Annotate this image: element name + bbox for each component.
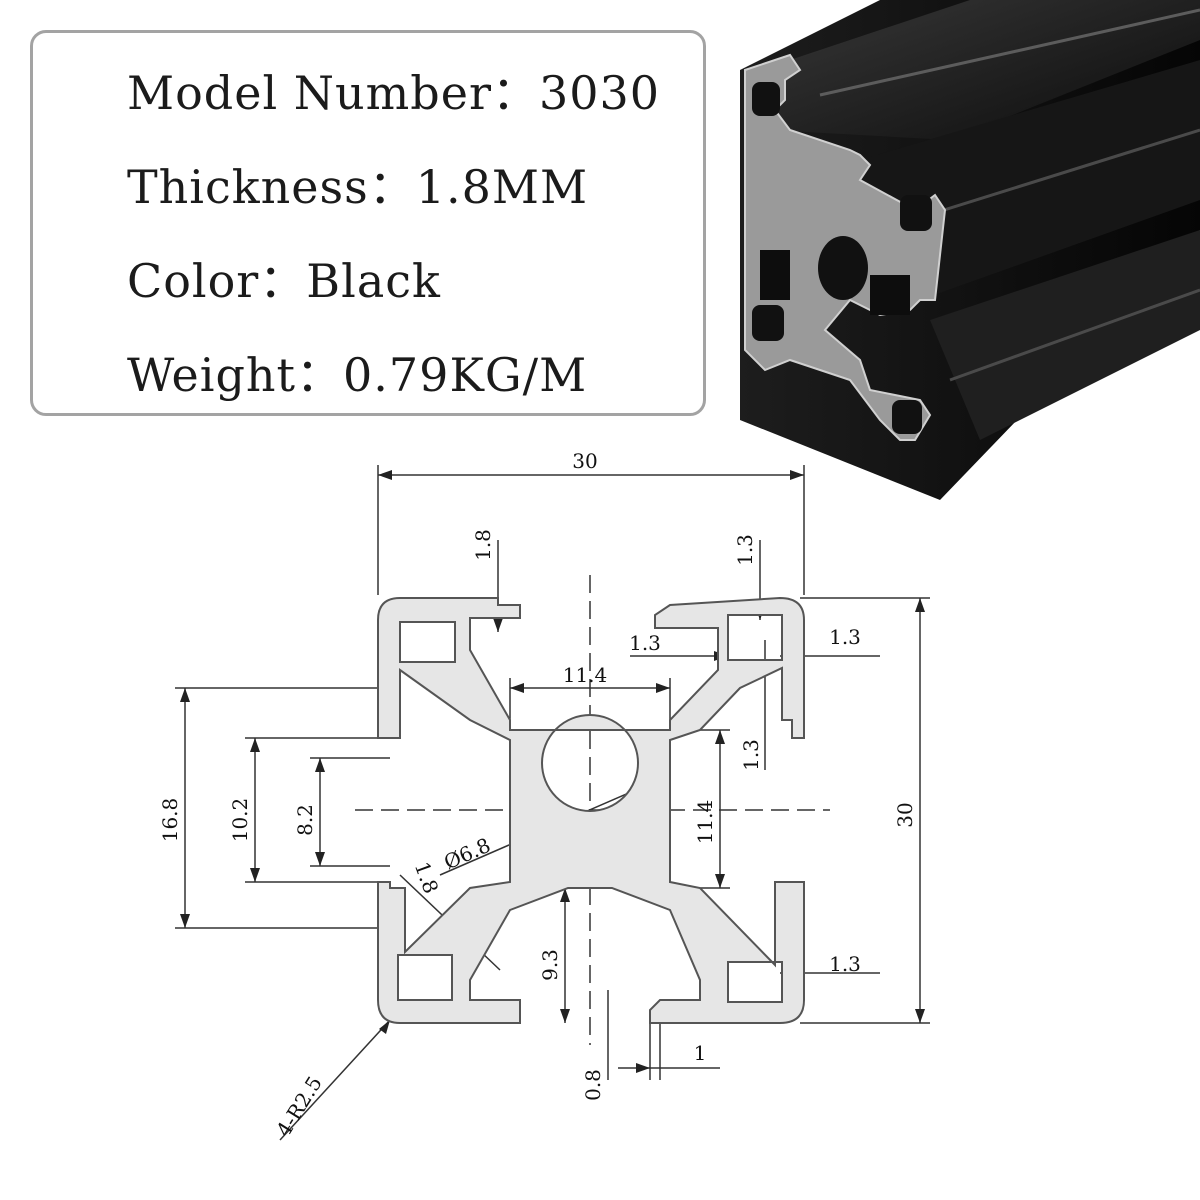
spec-weight-value: 0.79KG/M <box>343 348 588 402</box>
dim-diagonal-1-8: 1.8 <box>410 859 443 897</box>
dim-wall-top-right: 1.3 <box>733 534 757 566</box>
dim-height-8-2: 8.2 <box>293 804 317 836</box>
technical-drawing: 30 30 1.8 1.3 1.3 1.3 1.3 11.4 11.4 16.8… <box>158 449 930 1141</box>
profile-product-image <box>740 0 1200 500</box>
dim-left-1-3: 1.3 <box>629 631 661 655</box>
dim-center-height: 11.4 <box>693 800 717 845</box>
dim-lip-1: 1 <box>694 1041 707 1065</box>
dim-width-top: 30 <box>572 449 597 473</box>
spec-box: Model Number：3030 Thickness：1.8MM Color：… <box>30 30 706 416</box>
dim-height-16-8: 16.8 <box>158 798 182 843</box>
dim-height-right: 30 <box>893 802 917 827</box>
dim-slot-wall-left: 1.8 <box>471 529 495 561</box>
dim-center-width: 11.4 <box>563 663 608 687</box>
spec-model-value: 3030 <box>538 66 661 120</box>
dim-corner-radius: 4-R2.5 <box>271 1072 327 1141</box>
spec-model: Model Number：3030 <box>127 57 660 123</box>
dim-lip-0-8: 0.8 <box>581 1069 605 1101</box>
spec-color-label: Color： <box>127 254 307 308</box>
dim-bottom-right-1-3: 1.3 <box>829 952 861 976</box>
spec-model-label: Model Number： <box>127 66 539 120</box>
dim-right-1-3: 1.3 <box>829 625 861 649</box>
spec-color: Color：Black <box>127 245 441 311</box>
spec-thickness-value: 1.8MM <box>415 160 589 214</box>
profile-cross-section <box>377 596 805 1024</box>
spec-thickness-label: Thickness： <box>127 160 416 214</box>
spec-weight: Weight：0.79KG/M <box>127 339 587 405</box>
spec-weight-label: Weight： <box>127 348 344 402</box>
dim-depth-9-3: 9.3 <box>538 949 562 981</box>
spec-thickness: Thickness：1.8MM <box>127 151 588 217</box>
dim-height-10-2: 10.2 <box>228 798 252 843</box>
spec-color-value: Black <box>306 254 441 308</box>
dim-center-hole: Ø6.8 <box>440 833 494 875</box>
dim-vertical-1-3: 1.3 <box>739 739 763 771</box>
